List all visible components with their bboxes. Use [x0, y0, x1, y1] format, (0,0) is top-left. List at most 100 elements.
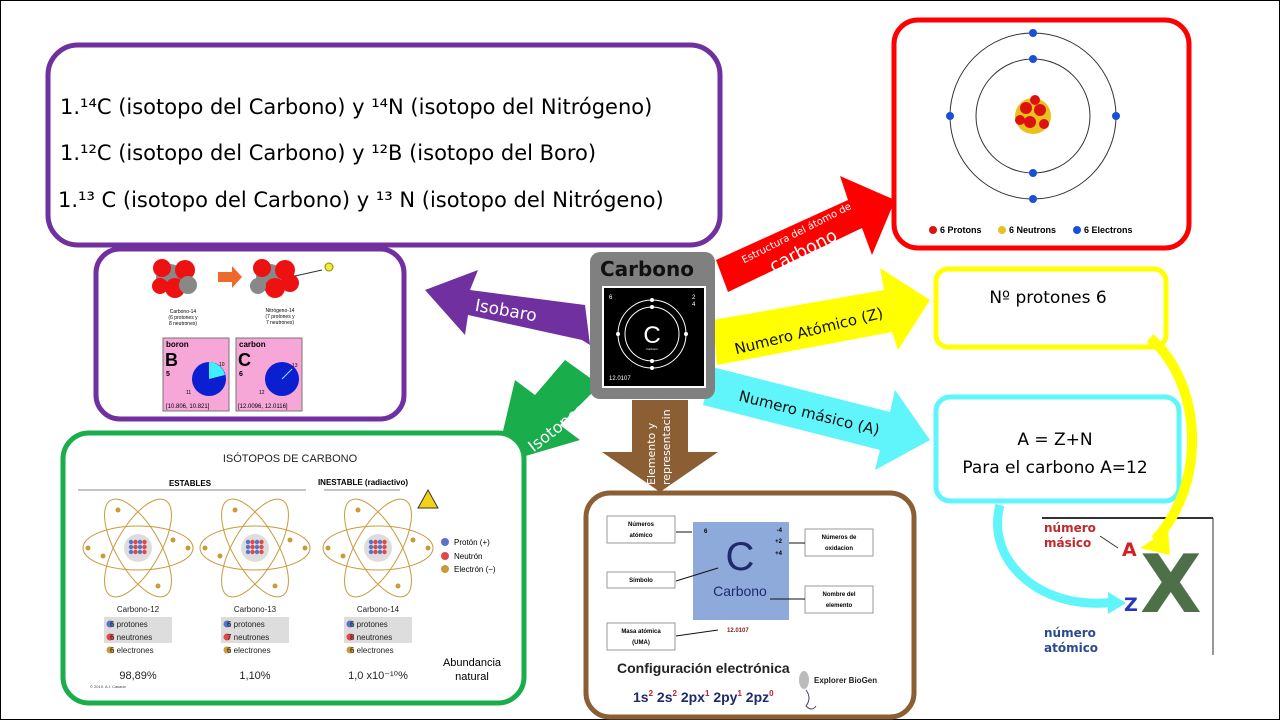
isotope-abundance: 98,89% [119, 670, 157, 682]
svg-text:Para el carbono A=12: Para el carbono A=12 [962, 458, 1147, 478]
legend-protons: 6 Protons [940, 225, 982, 235]
svg-text:Electrón (−): Electrón (−) [454, 565, 496, 574]
element-symbol: C [726, 535, 755, 579]
isotope-name: Carbono-12 [117, 605, 160, 614]
svg-text:10: 10 [219, 362, 225, 368]
svg-text:representacin: representacin [660, 409, 673, 485]
svg-text:11: 11 [186, 390, 191, 396]
svg-text:Números de: Números de [822, 535, 857, 541]
svg-text:oxidacion: oxidacion [825, 546, 853, 552]
isotope-name: Carbono-14 [357, 605, 400, 614]
isotope-p: 6 protones [227, 620, 265, 629]
isotope-e: 6 electrones [110, 646, 154, 655]
svg-text:atómico: atómico [629, 533, 652, 539]
isotope-n: 7 neutrones [227, 633, 269, 642]
svg-text:Abundancia: Abundancia [443, 657, 502, 669]
svg-text:6: 6 [609, 295, 613, 301]
svg-text:(UMA): (UMA) [632, 640, 650, 646]
isotope-card-2: Carbono-13 6 protones 7 neutrones 6 electro… [199, 498, 311, 682]
svg-text:Carbono-14(6 protones y8 neutr: Carbono-14(6 protones y8 neutrones) [168, 309, 198, 327]
svg-text:-4: -4 [777, 528, 783, 534]
isobar-line-2: 1.¹²C (isotopo del Carbono) y ¹²B (isoto… [60, 141, 596, 165]
svg-text:elemento: elemento [826, 603, 853, 609]
isotope-n: 6 neutrones [110, 633, 152, 642]
isotope-name: Carbono-13 [234, 605, 277, 614]
isobar-line-1: 1.¹⁴C (isotopo del Carbono) y ¹⁴N (isoto… [60, 95, 652, 119]
svg-text:Números: Números [628, 522, 655, 528]
svg-text:6: 6 [239, 371, 243, 378]
isotope-p: 6 protones [350, 620, 388, 629]
decay-arrow-icon [218, 266, 242, 288]
atom-structure-box: 6 Protons 6 Neutrons 6 Electrons [891, 17, 1192, 251]
svg-text:12.0107: 12.0107 [727, 628, 749, 634]
svg-text:[12.0096, 12.0116]: [12.0096, 12.0116] [238, 404, 288, 410]
mass-number-box: A = Z+N Para el carbono A=12 [933, 394, 1182, 504]
isotope-card-1: Carbono-12 6 protones 6 neutrones 6 electro… [82, 498, 194, 682]
svg-text:2: 2 [692, 295, 696, 301]
svg-text:13: 13 [292, 363, 298, 369]
svg-text:ISÓTOPOS DE CARBONO: ISÓTOPOS DE CARBONO [223, 452, 358, 465]
carbon-tile: carbon C 6 13 12 [12.0096, 12.0116] [235, 337, 303, 412]
svg-text:Z: Z [1124, 594, 1138, 616]
svg-text:Nº protones 6: Nº protones 6 [989, 288, 1106, 308]
legend-electrons: 6 Electrons [1084, 225, 1133, 235]
radiation-warning-icon [417, 488, 439, 509]
svg-text:boron: boron [166, 340, 189, 349]
svg-text:[10.806, 10.821]: [10.806, 10.821] [166, 404, 210, 410]
svg-text:INESTABLE (radiactivo): INESTABLE (radiactivo) [318, 478, 408, 487]
decay-from-2: (6 protones y [168, 315, 198, 321]
svg-text:Nitrógeno-14(7 protones y7 neu: Nitrógeno-14(7 protones y7 neutrones) [265, 308, 295, 326]
isotope-p: 6 protones [110, 620, 148, 629]
svg-text:Símbolo: Símbolo [629, 578, 653, 584]
svg-text:© 2019. A.I. Casado: © 2019. A.I. Casado [90, 684, 127, 689]
svg-text:A: A [1122, 539, 1137, 561]
isotope-e: 6 electrones [350, 646, 394, 655]
electrons-icon [946, 29, 1120, 203]
central-title: Carbono [600, 257, 694, 281]
boron-tile: boron B 5 10 11 [10.806, 10.821] [162, 337, 230, 412]
svg-text:4: 4 [692, 302, 696, 308]
decay-to-1: Nitrógeno-14 [266, 308, 295, 314]
svg-text:Masa atómica: Masa atómica [621, 629, 661, 635]
svg-text:ESTABLES: ESTABLES [169, 479, 212, 488]
isotope-legend: Protón (+) Neutrón Electrón (−) [441, 538, 496, 574]
nucleus-icon [364, 534, 392, 562]
cyan-curved-arrow [993, 503, 1116, 608]
protons-box: Nº protones 6 [933, 266, 1169, 350]
svg-text:Nombre del: Nombre del [822, 592, 855, 598]
svg-text:C: C [643, 322, 660, 349]
isobar-line-3: 1.¹³ C (isotopo del Carbono) y ¹³ N (iso… [58, 188, 664, 212]
nitrogen14-nucleus-icon [250, 259, 334, 298]
nucleus-icon [124, 534, 152, 562]
isotope-e: 6 electrones [227, 646, 271, 655]
decay-from-3: 8 neutrones) [169, 321, 197, 327]
nucleus-icon [241, 534, 269, 562]
decay-from-1: Carbono-14 [170, 309, 197, 315]
svg-text:X: X [1140, 538, 1202, 631]
config-title: Configuración electrónica [617, 660, 790, 676]
yellow-curved-arrow [1146, 334, 1197, 544]
carbon14-nucleus-icon [152, 259, 197, 298]
isotopes-box: ISÓTOPOS DE CARBONO ESTABLES INESTABLE (… [60, 430, 527, 706]
svg-text:Elemento y: Elemento y [645, 422, 658, 485]
isobars-text-box: 1.¹⁴C (isotopo del Carbono) y ¹⁴N (isoto… [45, 42, 723, 248]
decay-to-2: (7 protones y [265, 314, 295, 320]
svg-text:C: C [238, 350, 251, 370]
carbono-central-node: Carbono C Carbono 6 2 4 12.0107 [590, 252, 715, 399]
svg-text:Neutrón: Neutrón [454, 552, 482, 561]
elemento-arrow: Elemento y representacin [602, 400, 718, 492]
element-box: 6 -4 +2 +4 C Carbono 12.0107 Númerosatóm… [583, 490, 917, 720]
nucleus-icon [1015, 95, 1051, 134]
svg-text:+2: +2 [775, 539, 783, 545]
svg-text:Carbono: Carbono [646, 347, 658, 351]
svg-text:+4: +4 [775, 551, 783, 557]
svg-text:5: 5 [166, 371, 170, 378]
svg-text:6: 6 [704, 529, 708, 535]
svg-text:12.0107: 12.0107 [609, 376, 631, 382]
